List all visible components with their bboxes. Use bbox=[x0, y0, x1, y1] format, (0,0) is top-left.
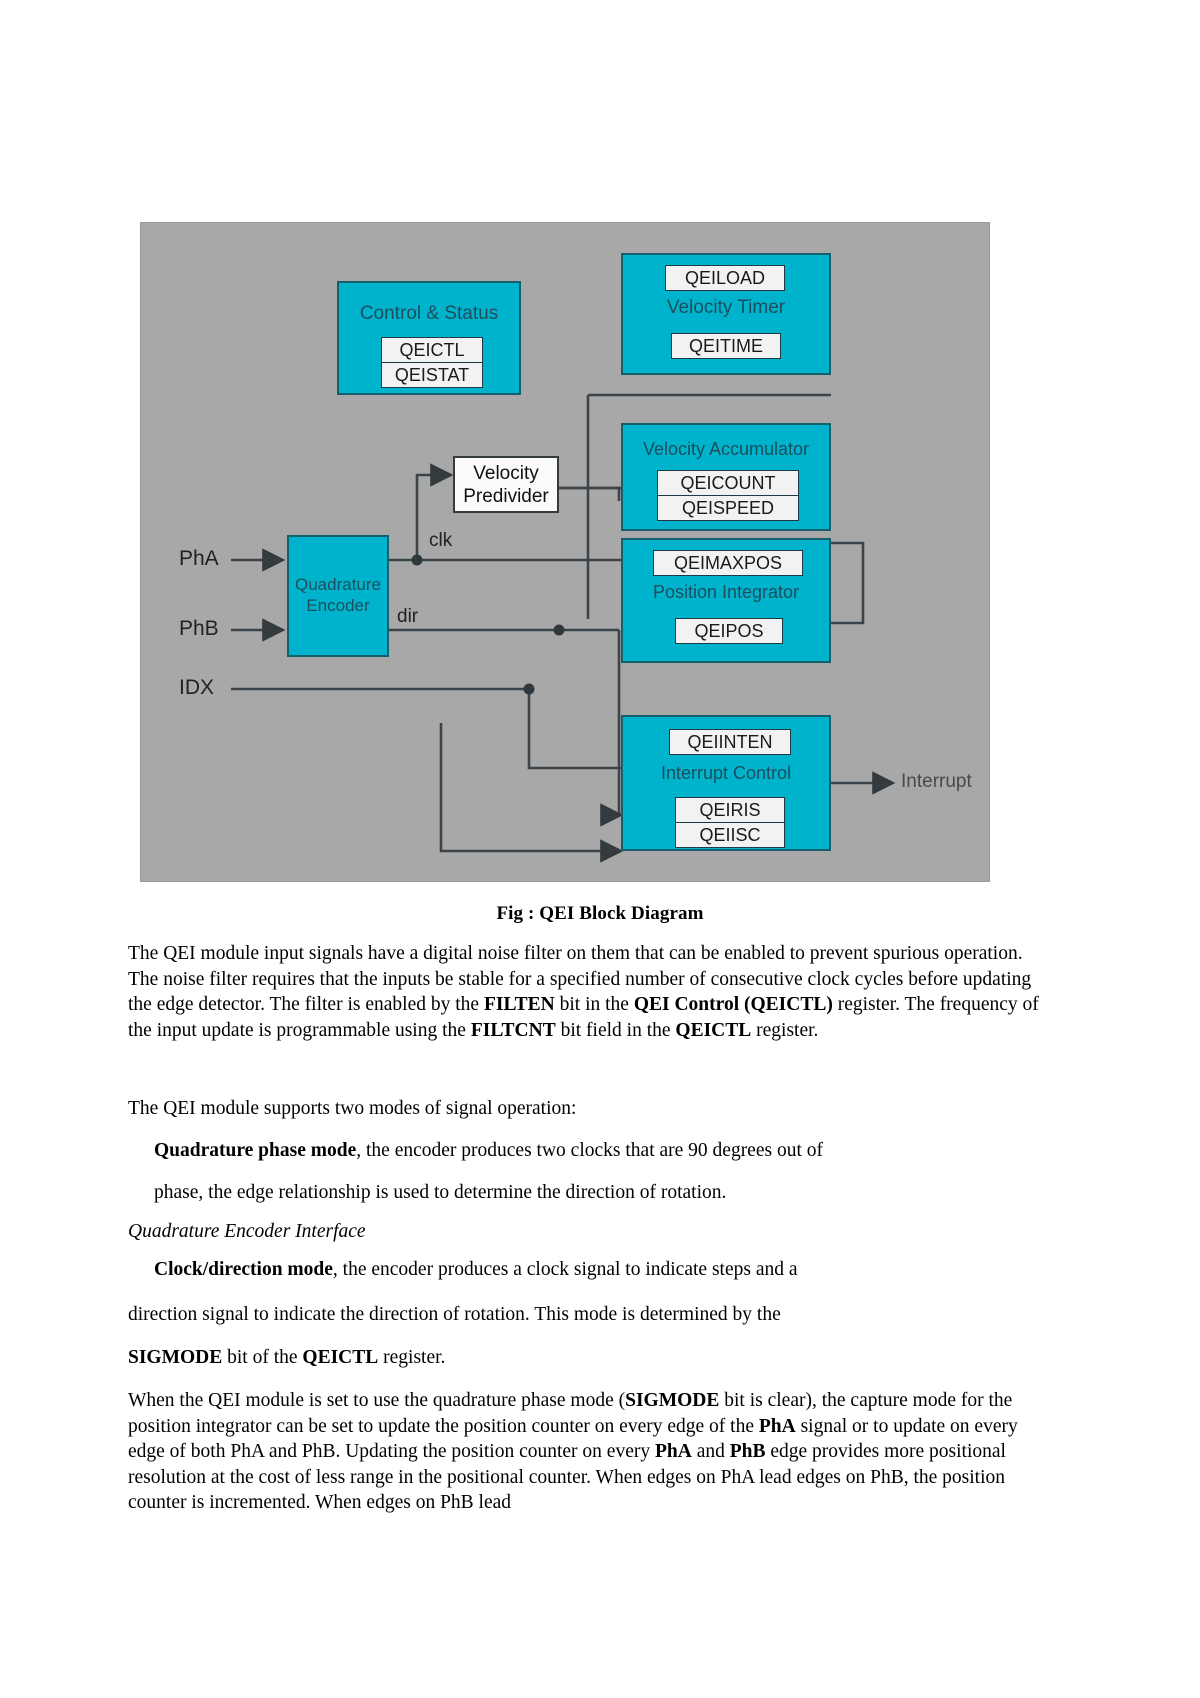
p8-mid: bit of the bbox=[222, 1347, 303, 1368]
p9-bold-phb: PhB bbox=[729, 1441, 766, 1462]
register-qeicount: QEICOUNT bbox=[657, 470, 799, 496]
block-position-integrator: QEIMAXPOS Position Integrator QEIPOS bbox=[621, 538, 831, 663]
register-qeipos: QEIPOS bbox=[675, 618, 783, 644]
block-velocity-timer-title: Velocity Timer bbox=[666, 297, 786, 318]
block-velocity-accumulator-title: Velocity Accumulator bbox=[642, 439, 810, 459]
block-control-status-title: Control & Status bbox=[359, 303, 499, 324]
register-qeiisc: QEIISC bbox=[675, 822, 785, 848]
bold-quadrature-phase-mode: Quadrature phase mode bbox=[154, 1140, 357, 1161]
diagram-wires bbox=[231, 393, 896, 863]
p9-seg-a: When the QEI module is set to use the qu… bbox=[128, 1390, 626, 1411]
p8-end: register. bbox=[378, 1347, 446, 1368]
register-qeistat: QEISTAT bbox=[381, 362, 483, 388]
bold-clock-direction-mode: Clock/direction mode bbox=[154, 1259, 333, 1280]
paragraph-two-modes: The QEI module supports two modes of sig… bbox=[128, 1098, 577, 1119]
junction-dot-dir bbox=[553, 624, 565, 636]
velocity-predivider-line1: Velocity bbox=[473, 463, 539, 484]
p1-seg-d: bit field in the bbox=[555, 1019, 676, 1041]
figure-caption: Fig : QEI Block Diagram bbox=[496, 903, 704, 924]
block-position-integrator-title: Position Integrator bbox=[652, 582, 800, 602]
paragraph-phase-edge-relationship: phase, the edge relationship is used to … bbox=[154, 1182, 727, 1203]
register-qeispeed: QEISPEED bbox=[657, 495, 799, 521]
register-qeiinten: QEIINTEN bbox=[669, 729, 791, 755]
quadrature-encoder-line2: Encoder bbox=[306, 596, 370, 615]
signal-label-idx: IDX bbox=[179, 676, 215, 699]
paragraph-direction-signal: direction signal to indicate the directi… bbox=[128, 1304, 781, 1325]
quadrature-encoder-line1: Quadrature bbox=[295, 575, 381, 594]
signal-label-clk: clk bbox=[429, 530, 453, 551]
p1-bold-filten: FILTEN bbox=[483, 994, 555, 1015]
p1-seg-e: register. bbox=[751, 1019, 819, 1041]
register-qeimaxpos: QEIMAXPOS bbox=[653, 550, 803, 576]
junction-dot-idx bbox=[523, 683, 535, 695]
block-interrupt-control-title: Interrupt Control bbox=[660, 763, 792, 783]
bold-sigmode: SIGMODE bbox=[128, 1347, 223, 1368]
signal-label-dir: dir bbox=[397, 606, 419, 627]
p9-bold-pha-1: PhA bbox=[758, 1415, 796, 1437]
p6-rest: , the encoder produces a clock signal to… bbox=[332, 1259, 798, 1280]
p1-seg-c: register. The frequency of the input upd… bbox=[128, 994, 1039, 1041]
block-quadrature-encoder: Quadrature Encoder bbox=[287, 535, 389, 657]
register-qeitime: QEITIME bbox=[671, 333, 781, 359]
signal-label-interrupt: Interrupt bbox=[901, 771, 972, 792]
p1-seg-b: bit in the bbox=[554, 994, 634, 1015]
junction-dot-clk bbox=[411, 554, 423, 566]
p9-seg-c: signal or to update on every edge of bot… bbox=[128, 1415, 1018, 1463]
signal-label-pha: PhA bbox=[179, 547, 219, 570]
register-qeictl: QEICTL bbox=[381, 337, 483, 363]
block-velocity-timer: QEILOAD Velocity Timer QEITIME bbox=[621, 253, 831, 375]
qei-block-diagram-figure: Control & Status QEICTL QEISTAT QEILOAD … bbox=[140, 222, 990, 882]
block-velocity-predivider: Velocity Predivider bbox=[453, 456, 559, 513]
diagram-canvas: Control & Status QEICTL QEISTAT QEILOAD … bbox=[141, 223, 989, 881]
register-qeiris: QEIRIS bbox=[675, 797, 785, 823]
register-qeiload: QEILOAD bbox=[665, 265, 785, 291]
p9-bold-pha-2: PhA bbox=[654, 1441, 692, 1462]
paragraph-capture-mode: When the QEI module is set to use the qu… bbox=[128, 1388, 1040, 1516]
p9-bold-sigmode: SIGMODE bbox=[625, 1390, 720, 1411]
p1-bold-qeictl: QEICTL bbox=[675, 1019, 752, 1041]
block-control-status: Control & Status QEICTL QEISTAT bbox=[337, 281, 521, 395]
paragraph-sigmode-bit: SIGMODE bit of the QEICTL register. bbox=[128, 1345, 1040, 1371]
velocity-predivider-line2: Predivider bbox=[463, 486, 549, 507]
paragraph-noise-filter: The QEI module input signals have a digi… bbox=[128, 941, 1040, 1043]
p9-seg-b: bit is clear), the capture mode for the … bbox=[128, 1390, 1013, 1437]
p3-rest: , the encoder produces two clocks that a… bbox=[356, 1140, 823, 1161]
paragraph-clock-direction-mode: Clock/direction mode, the encoder produc… bbox=[128, 1257, 1066, 1283]
p1-bold-filtcnt: FILTCNT bbox=[470, 1019, 556, 1041]
paragraph-quadrature-phase-mode: Quadrature phase mode, the encoder produ… bbox=[128, 1138, 1066, 1164]
block-velocity-accumulator: Velocity Accumulator QEICOUNT QEISPEED bbox=[621, 423, 831, 531]
heading-quadrature-encoder-interface: Quadrature Encoder Interface bbox=[128, 1221, 366, 1242]
p1-seg-a: The QEI module input signals have a digi… bbox=[128, 943, 1032, 1015]
block-interrupt-control: QEIINTEN Interrupt Control QEIRIS QEIISC bbox=[621, 715, 831, 851]
p1-bold-qeictl-reg: QEI Control (QEICTL) bbox=[633, 994, 833, 1015]
p9-seg-e: edge provides more positional resolution… bbox=[128, 1441, 1006, 1513]
p9-seg-d: and bbox=[691, 1441, 730, 1462]
signal-label-phb: PhB bbox=[179, 617, 219, 640]
bold-qeictl-2: QEICTL bbox=[302, 1347, 379, 1368]
